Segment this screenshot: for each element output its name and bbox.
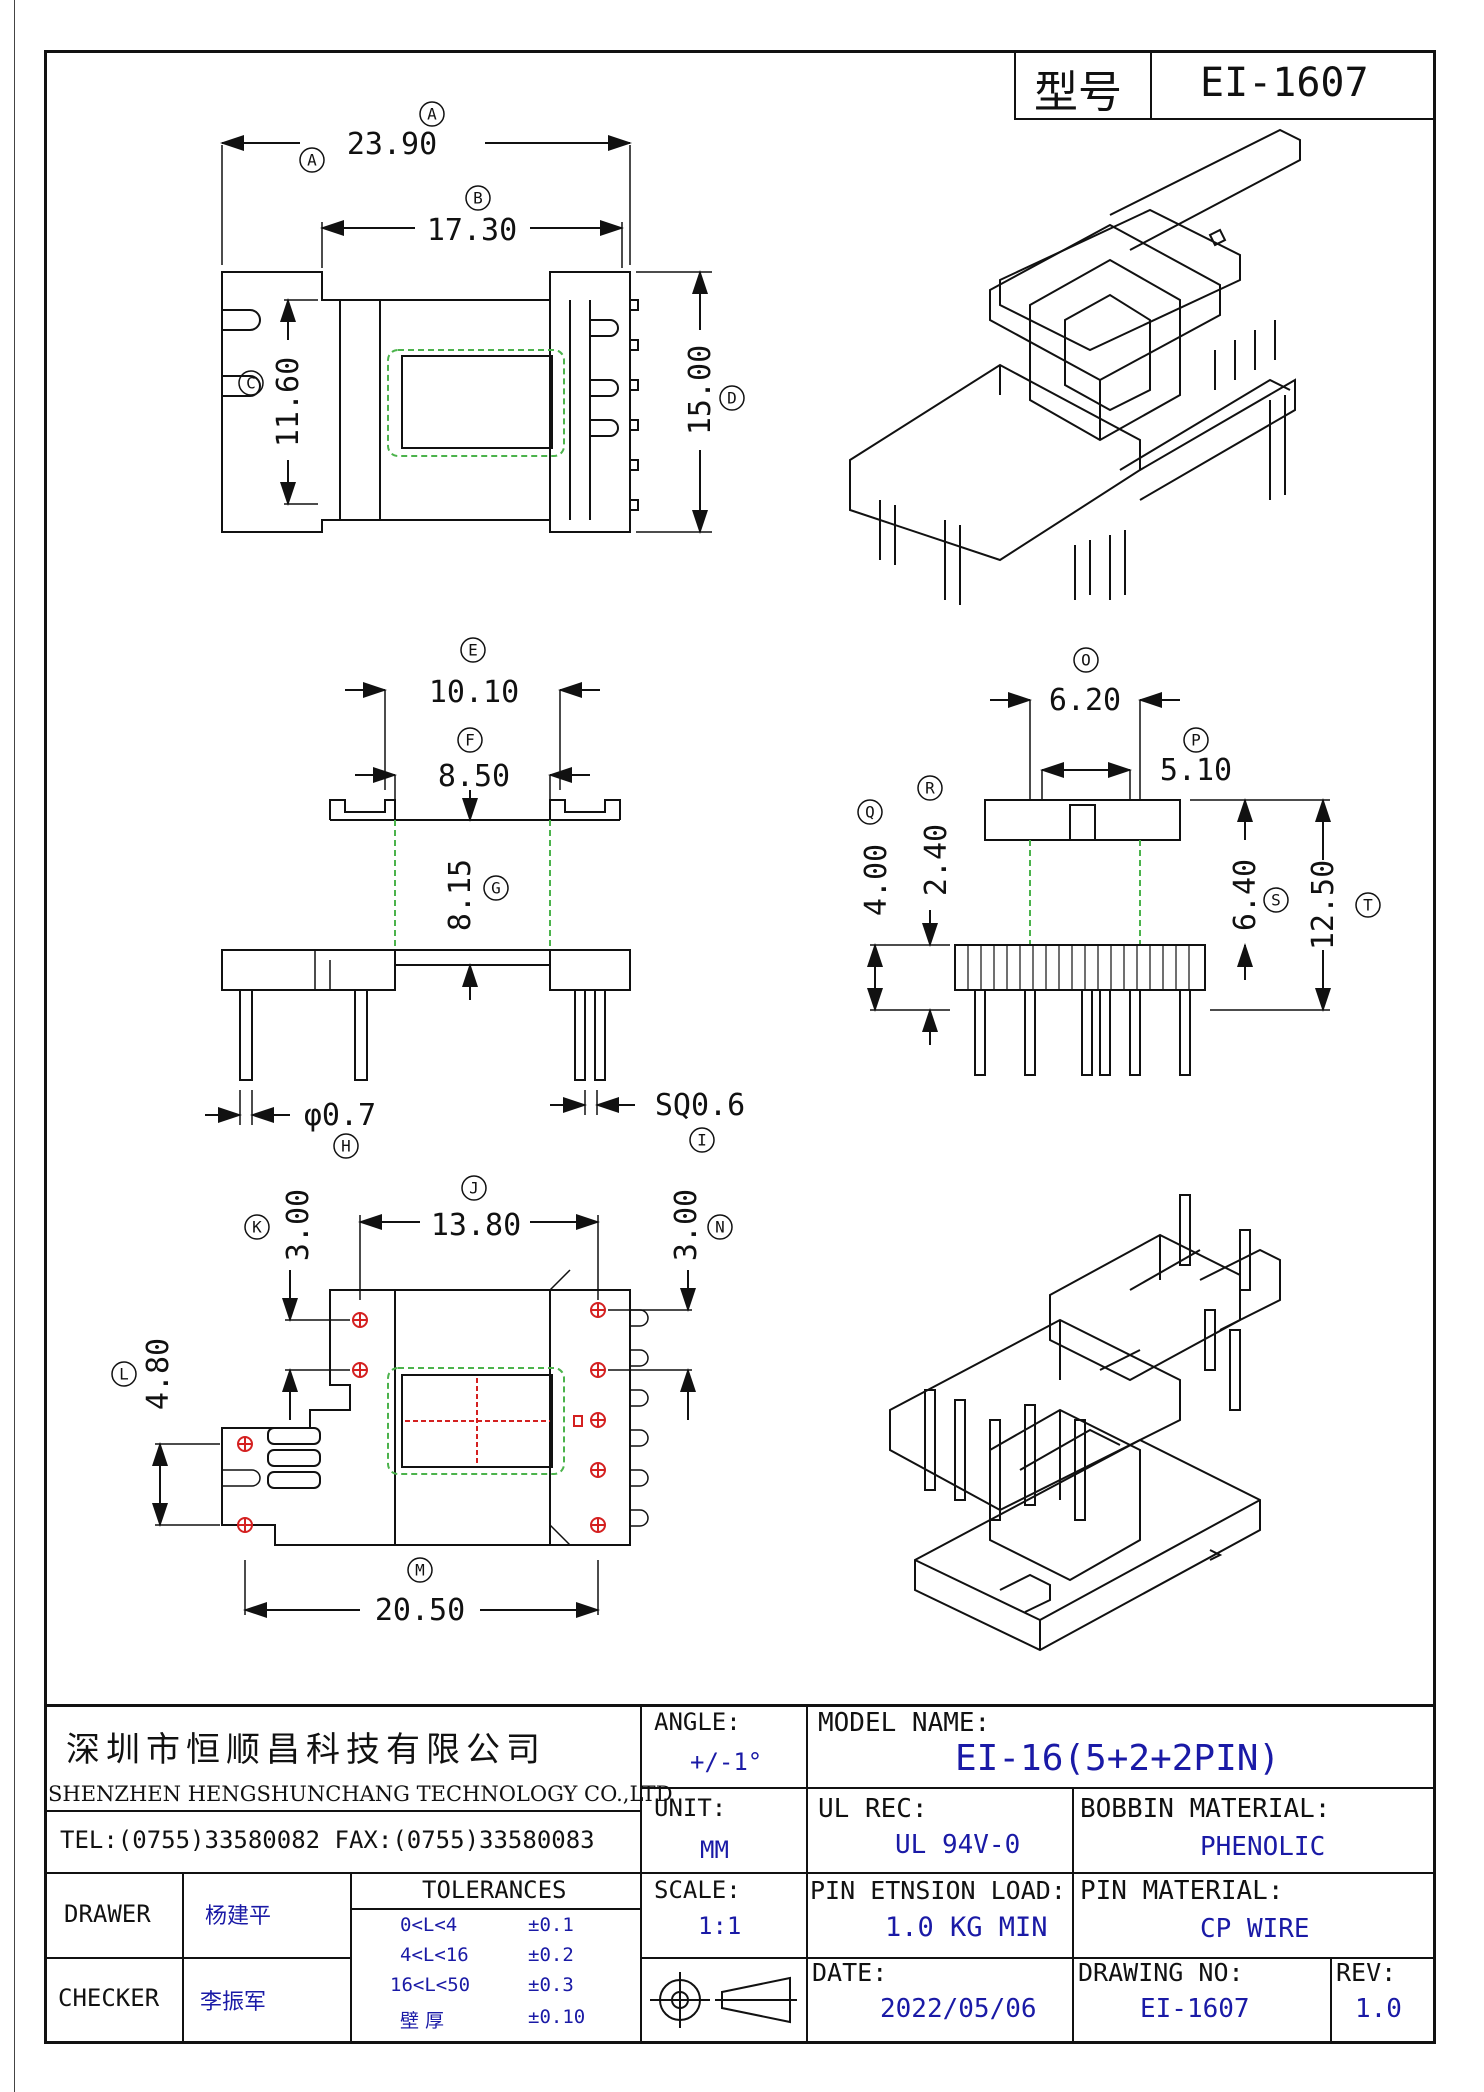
projection-cell [640, 1957, 808, 2044]
divider [44, 1810, 642, 1812]
dim-S-value: 6.40 [1228, 859, 1263, 931]
top-view [220, 135, 712, 534]
dim-B-value: 17.30 [427, 213, 517, 248]
rev-value: 1.0 [1355, 1994, 1402, 2024]
dim-C-value: 11.60 [271, 357, 306, 447]
ul-rec-label: UL REC: [818, 1794, 928, 1824]
tolerance-range-1: 0<L<4 [400, 1914, 458, 1936]
tolerance-value-4: ±0.10 [528, 2006, 586, 2028]
model-header-label: 型号 [1034, 67, 1122, 118]
unit-value: MM [700, 1836, 729, 1864]
tag-B: B [473, 189, 483, 208]
tag-G: G [491, 879, 501, 898]
drawer-label: DRAWER [64, 1900, 151, 1928]
tag-T: T [1363, 896, 1373, 915]
dim-L-value: 4.80 [141, 1338, 176, 1410]
tag-A-left: A [307, 151, 317, 170]
tag-Q: Q [865, 803, 875, 822]
drawing-no-value: EI-1607 [1140, 1994, 1250, 2024]
pin-material-value: CP WIRE [1200, 1914, 1310, 1944]
side-view [867, 692, 1331, 1076]
pin-load-value: 1.0 KG MIN [885, 1912, 1048, 1943]
drawing-no-label: DRAWING NO: [1078, 1958, 1244, 1987]
pin-material-label: PIN MATERIAL: [1080, 1876, 1284, 1906]
date-label: DATE: [812, 1958, 888, 1987]
tolerance-range-4: 壁 厚 [400, 2010, 445, 2032]
date-value: 2022/05/06 [880, 1994, 1037, 2024]
angle-label: ANGLE: [654, 1708, 741, 1736]
tag-A: A [427, 105, 437, 124]
checker-name: 李振军 [200, 1990, 267, 2015]
dim-O-value: 6.20 [1049, 683, 1121, 718]
company-name-en: SHENZHEN HENGSHUNCHANG TECHNOLOGY CO.,LT… [48, 1782, 673, 1806]
ul-rec-value: UL 94V-0 [895, 1830, 1021, 1860]
model-header-value: EI-1607 [1200, 60, 1369, 106]
dim-R-value: 2.40 [919, 824, 954, 896]
dim-F-value: 8.50 [438, 759, 510, 794]
angle-value: +/-1° [690, 1748, 763, 1776]
dim-M-value: 20.50 [375, 1593, 465, 1628]
isometric-view-bottom [889, 1194, 1281, 1652]
front-view [205, 682, 635, 1125]
tag-D: D [727, 389, 737, 408]
model-name-value: EI-16(5+2+2PIN) [955, 1738, 1281, 1779]
tag-F: F [465, 731, 475, 750]
dim-D-value: 15.00 [683, 345, 718, 435]
page-edge-line [14, 0, 15, 2092]
scale-label: SCALE: [654, 1876, 741, 1904]
tag-M: M [415, 1561, 425, 1580]
tag-I: I [697, 1131, 707, 1150]
tag-L: L [119, 1365, 129, 1384]
tolerance-value-2: ±0.2 [528, 1944, 574, 1966]
dim-E-value: 10.10 [429, 675, 519, 710]
tag-N: N [715, 1218, 725, 1237]
dim-K-value: 3.00 [281, 1189, 316, 1261]
drawer-name: 杨建平 [205, 1904, 272, 1929]
dim-J-value: 13.80 [431, 1208, 521, 1243]
company-name-cn: 深圳市恒顺昌科技有限公司 [66, 1730, 546, 1770]
pin-load-label: PIN ETNSION LOAD: [810, 1876, 1066, 1905]
rev-label: REV: [1336, 1958, 1397, 1987]
bobbin-material-value: PHENOLIC [1200, 1832, 1326, 1862]
tag-J: J [469, 1179, 479, 1198]
dim-Q-value: 4.00 [859, 844, 894, 916]
dim-H-value: φ0.7 [304, 1098, 376, 1133]
dim-A-value: 23.90 [347, 127, 437, 162]
tag-R: R [925, 779, 935, 798]
tag-O: O [1081, 651, 1091, 670]
isometric-view-top [849, 128, 1301, 605]
bobbin-material-label: BOBBIN MATERIAL: [1080, 1794, 1331, 1824]
dim-T-value: 12.50 [1306, 860, 1341, 950]
tolerance-range-2: 4<L<16 [400, 1944, 469, 1966]
dim-N-value: 3.00 [669, 1189, 704, 1261]
tolerance-range-3: 16<L<50 [390, 1974, 471, 1996]
company-contact: TEL:(0755)33580082 FAX:(0755)33580083 [60, 1826, 595, 1854]
tag-E: E [468, 641, 478, 660]
unit-label: UNIT: [654, 1794, 727, 1822]
tolerance-value-1: ±0.1 [528, 1914, 574, 1936]
dim-G-value: 8.15 [443, 859, 478, 931]
dim-P-value: 5.10 [1160, 753, 1232, 788]
tag-H: H [341, 1137, 351, 1156]
tag-S: S [1271, 891, 1281, 910]
divider [350, 1908, 642, 1910]
pin-markers [237, 1302, 606, 1533]
tag-K: K [252, 1218, 262, 1237]
dim-I-value: SQ0.6 [655, 1088, 745, 1123]
tolerances-label: TOLERANCES [422, 1876, 567, 1904]
model-name-label: MODEL NAME: [818, 1708, 991, 1738]
rev-cell [1330, 1957, 1436, 2044]
checker-label: CHECKER [58, 1984, 160, 2012]
bottom-view [152, 1214, 696, 1618]
tag-C: C [246, 374, 256, 393]
model-header-value-cell [1150, 50, 1436, 120]
tag-P: P [1191, 731, 1201, 750]
tolerance-value-3: ±0.3 [528, 1974, 574, 1996]
scale-value: 1:1 [698, 1912, 742, 1940]
